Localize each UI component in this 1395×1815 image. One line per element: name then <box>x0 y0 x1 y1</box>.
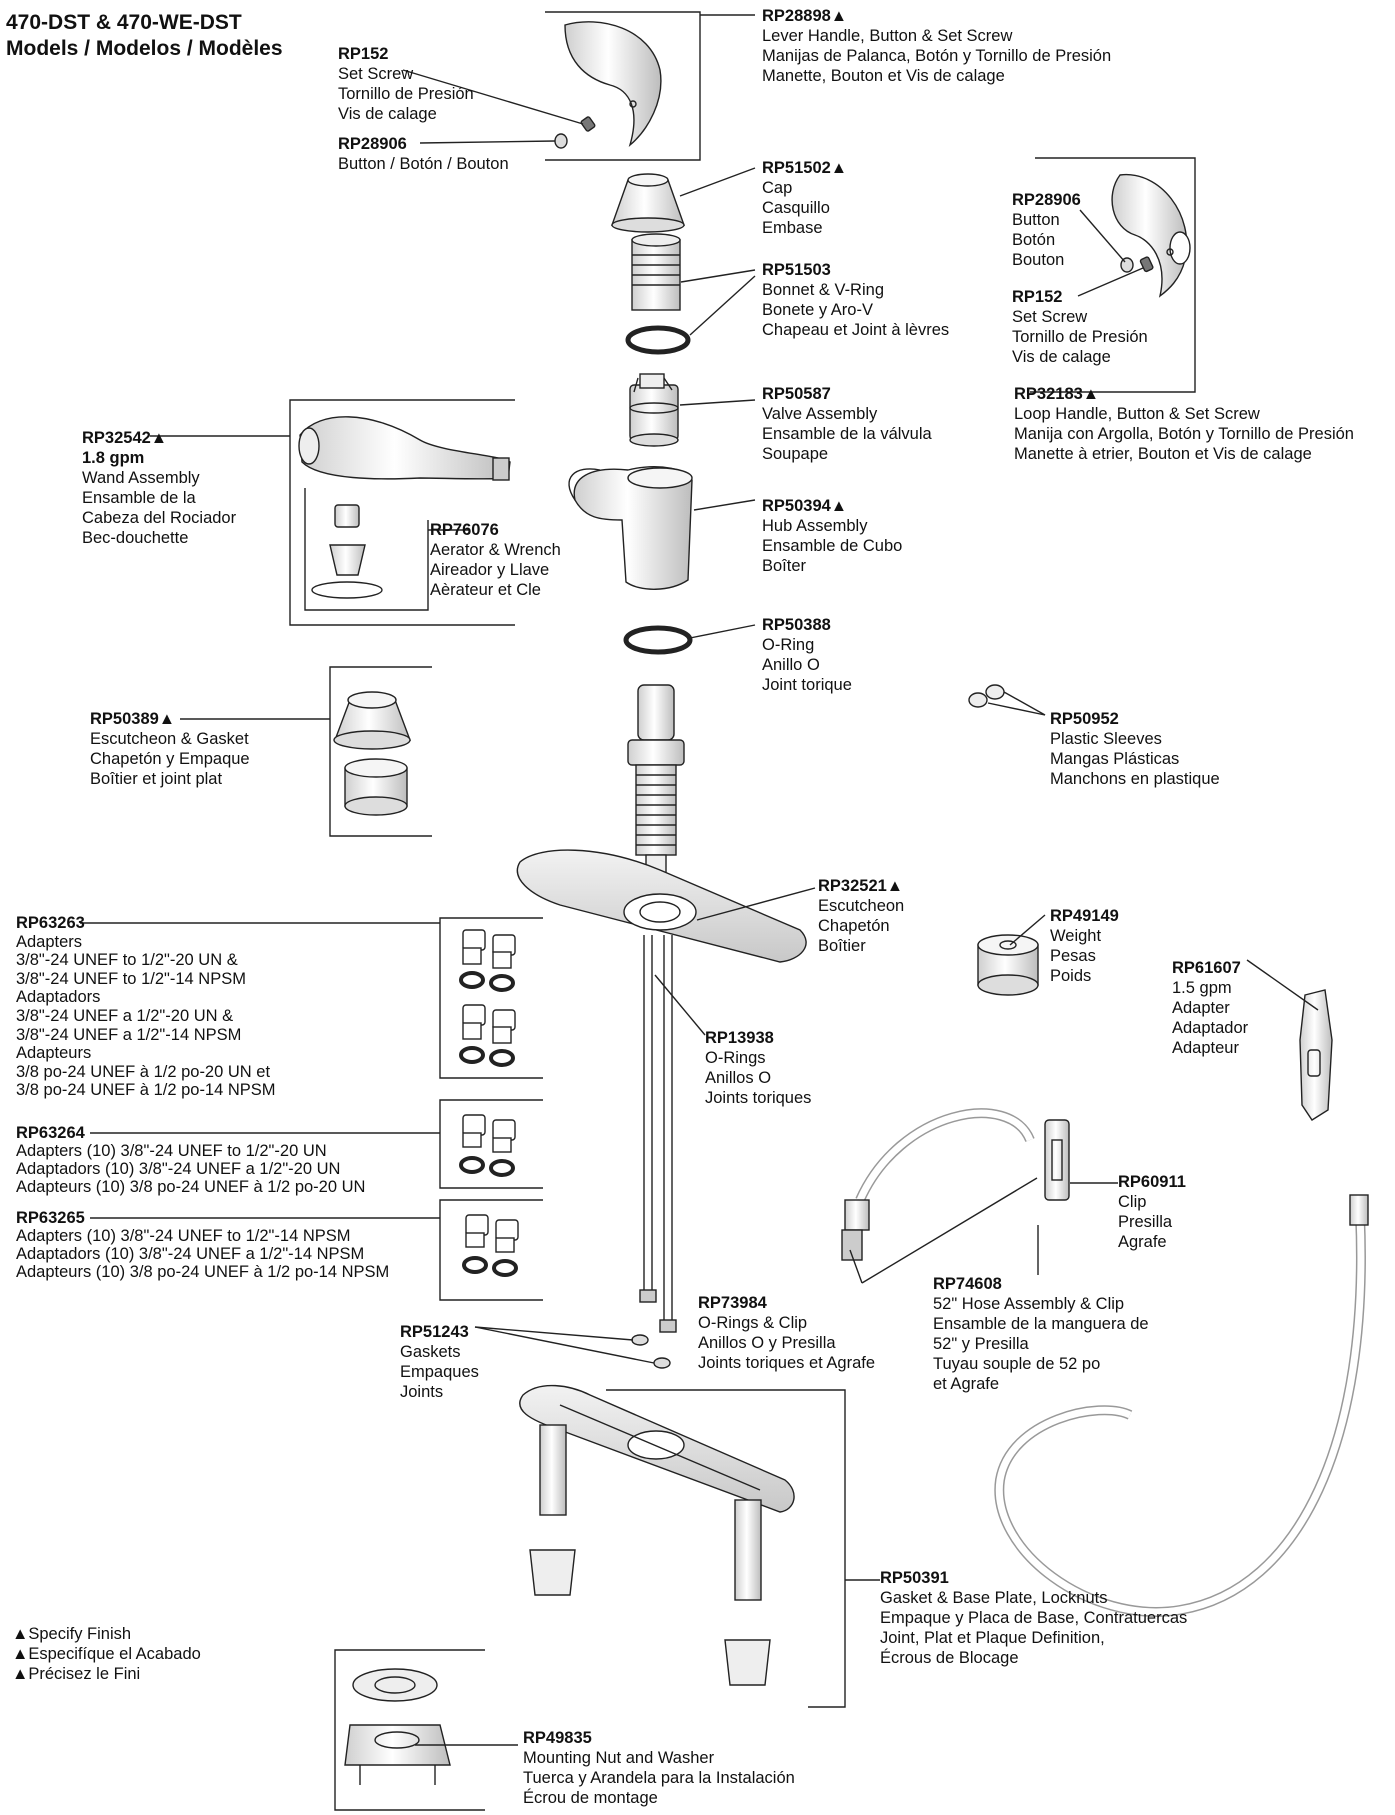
bonnet-part <box>631 233 681 311</box>
label-rp76076: RP76076 Aerator & Wrench Aireador y Llav… <box>430 521 561 599</box>
shank-part <box>627 684 685 896</box>
deck-escutcheon-part <box>516 849 807 963</box>
o-ring-part <box>623 625 693 655</box>
v-ring-part <box>625 325 691 355</box>
label-rp50391: RP50391 Gasket & Base Plate, Locknuts Em… <box>880 1569 1188 1667</box>
label-rp51502: RP51502▲ Cap Casquillo Embase <box>762 159 848 237</box>
lever-handle-box <box>545 11 701 161</box>
part-number: RP63265 <box>16 1209 85 1227</box>
part-number: RP50952 <box>1050 710 1119 728</box>
aerator-part <box>311 504 383 599</box>
label-rp32542: RP32542▲ 1.8 gpm Wand Assembly Ensamble … <box>82 429 237 547</box>
label-rp51503: RP51503 Bonnet & V-Ring Bonete y Aro-V C… <box>762 261 950 339</box>
label-rp28898: RP28898▲ Lever Handle, Button & Set Scre… <box>762 7 1112 85</box>
part-number: RP51502▲ <box>762 159 848 177</box>
label-rp13938: RP13938 O-Rings Anillos O Joints torique… <box>705 1029 812 1107</box>
label-rp32183: RP32183▲ Loop Handle, Button & Set Screw… <box>1014 385 1354 463</box>
models-heading: Models / Modelos / Modèles <box>6 37 283 60</box>
part-number: RP60911 <box>1118 1173 1186 1191</box>
label-rp50389: RP50389▲ Escutcheon & Gasket Chapetón y … <box>90 710 250 788</box>
cap-part <box>611 173 685 233</box>
wand-box <box>289 399 515 626</box>
adapter-part <box>1299 989 1333 1121</box>
adapter-nuts-set-2 <box>459 1114 516 1177</box>
legend-specify-finish: ▲Specify Finish ▲Especifíque el Acabado … <box>12 1625 201 1683</box>
label-rp32521: RP32521▲ Escutcheon Chapetón Boîtier <box>818 877 905 955</box>
label-rp49835: RP49835 Mounting Nut and Washer Tuerca y… <box>523 1729 795 1807</box>
label-rp63265: RP63265 Adapters (10) 3/8"-24 UNEF to 1/… <box>16 1209 390 1281</box>
label-rp51243: RP51243 Gaskets Empaques Joints <box>400 1323 479 1401</box>
label-rp50394: RP50394▲ Hub Assembly Ensamble de Cubo B… <box>762 497 903 575</box>
part-number: RP51503 <box>762 261 831 279</box>
mounting-nut-box <box>334 1649 485 1811</box>
part-number: RP50391 <box>880 1569 949 1587</box>
part-number: RP152 <box>338 45 389 63</box>
part-number: RP51243 <box>400 1323 469 1341</box>
label-rp74608: RP74608 52" Hose Assembly & Clip Ensambl… <box>933 1275 1149 1393</box>
gasket-part <box>344 758 408 816</box>
clip-part <box>1044 1119 1070 1201</box>
label-rp49149: RP49149 Weight Pesas Poids <box>1050 907 1119 985</box>
label-rp50952: RP50952 Plastic Sleeves Mangas Plásticas… <box>1050 710 1220 788</box>
supply-tubes-part <box>639 935 677 1333</box>
part-number: RP32521▲ <box>818 877 904 895</box>
part-number: RP28898▲ <box>762 7 848 25</box>
escutcheon-gasket-box <box>329 666 432 837</box>
adapter-nuts-set-1 <box>459 929 516 1067</box>
models-title: 470-DST & 470-WE-DST Models / Modelos / … <box>6 10 283 62</box>
loop-handle-part <box>1111 174 1191 298</box>
part-number: RP50389▲ <box>90 710 176 728</box>
adapters-box-rp63263 <box>439 917 543 1079</box>
part-number: RP49149 <box>1050 907 1119 925</box>
label-rp50587: RP50587 Valve Assembly Ensamble de la vá… <box>762 385 932 463</box>
label-rp61607: RP61607 1.5 gpm Adapter Adaptador Adapte… <box>1172 959 1249 1057</box>
part-number: RP74608 <box>933 1275 1002 1293</box>
part-number: RP63264 <box>16 1124 85 1142</box>
hub-part <box>568 466 693 590</box>
part-number: RP61607 <box>1172 959 1241 977</box>
lever-handle-part <box>554 21 662 149</box>
mounting-nut-part <box>344 1668 451 1785</box>
base-plate-box <box>606 1389 846 1708</box>
part-number: RP50388 <box>762 616 831 634</box>
part-number: RP152 <box>1012 288 1063 306</box>
part-number: RP49835 <box>523 1729 592 1747</box>
label-rp152-top: RP152 Set Screw Tornillo de Presión Vis … <box>338 45 474 123</box>
part-number: RP32183▲ <box>1014 385 1100 403</box>
plastic-sleeves-part <box>968 684 1005 708</box>
valve-part <box>629 373 679 447</box>
base-plate-part <box>519 1384 795 1686</box>
wand-part <box>298 416 511 481</box>
label-rp73984: RP73984 O-Rings & Clip Anillos O y Presi… <box>698 1294 876 1372</box>
label-rp28906-right: RP28906 Button Botón Bouton <box>1012 191 1081 269</box>
part-number: RP13938 <box>705 1029 774 1047</box>
part-number: RP76076 <box>430 521 499 539</box>
part-number: RP50394▲ <box>762 497 848 515</box>
part-number: RP28906 <box>1012 191 1081 209</box>
model-numbers: 470-DST & 470-WE-DST <box>6 11 242 34</box>
label-rp28906-top: RP28906 Button / Botón / Bouton <box>338 135 509 173</box>
loop-handle-box <box>1030 157 1196 393</box>
adapters-box-rp63265 <box>439 1199 543 1301</box>
label-rp152-right: RP152 Set Screw Tornillo de Presión Vis … <box>1012 288 1148 366</box>
part-number: RP73984 <box>698 1294 767 1312</box>
part-number: RP63263 <box>16 914 85 932</box>
label-rp50388: RP50388 O-Ring Anillo O Joint torique <box>762 616 852 694</box>
adapters-box-rp63264 <box>439 1099 543 1189</box>
part-number: RP50587 <box>762 385 831 403</box>
label-rp63264: RP63264 Adapters (10) 3/8"-24 UNEF to 1/… <box>16 1124 366 1196</box>
label-rp63263: RP63263 Adapters 3/8"-24 UNEF to 1/2"-20… <box>16 914 276 1100</box>
adapter-nuts-set-3 <box>462 1214 519 1277</box>
hose-part <box>841 1108 1369 1617</box>
part-number: RP28906 <box>338 135 407 153</box>
weight-part <box>977 934 1039 996</box>
label-rp60911: RP60911 Clip Presilla Agrafe <box>1118 1173 1186 1251</box>
part-number: RP32542▲ <box>82 429 168 447</box>
escutcheon-part <box>333 691 412 750</box>
